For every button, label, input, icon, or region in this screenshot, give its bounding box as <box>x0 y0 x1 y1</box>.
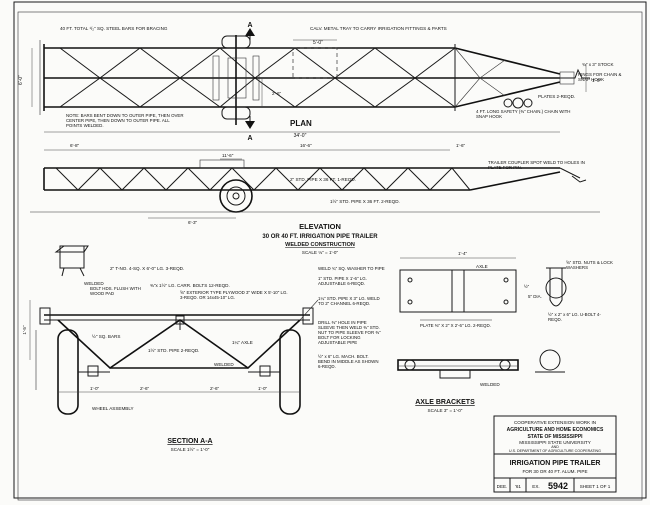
note-bracing-bars: 40 FT. TOTAL ¹/₂" SQ. STEEL BARS FOR BRA… <box>60 26 168 31</box>
coupler-note: TRAILER COUPLER SPOT WELD TO HOLES IN PL… <box>488 160 585 170</box>
note-bolt: BOLT HDS. FLUSH WITH WOOD PAD <box>90 286 141 296</box>
note-std-pipe: 1½" STD. PIPE 2-REQD. <box>148 347 199 353</box>
note-bent-bars-box: NOTE: BARS BENT DOWN TO OUTER PIPE, THEN… <box>66 113 184 128</box>
dim-elev-mid: 16'-6" <box>300 143 312 148</box>
section-mark-top: A <box>247 22 252 29</box>
note-chain-box: 4 FT. LONG SAFETY (⅜" CHAIN.) CHAIN WITH… <box>476 109 571 119</box>
note-wheel: WHEEL ASSEMBLY <box>92 406 134 411</box>
note-rings: RINGS FOR CHAIN & SNAP HOOK <box>578 72 622 82</box>
note-mach: ½" x 6" LG. MACH. BOLT. BEND IN MIDDLE A… <box>318 354 379 369</box>
note-axle: 1¼" AXLE <box>232 340 253 345</box>
dim-small: 2'-6" <box>272 91 282 96</box>
dim-bracket-top: 1'-4" <box>458 251 468 256</box>
dim-right: 1'-0" <box>592 78 602 83</box>
note-std-pipe2: 1¼" STD. PIPE X 3" LG. WELD TO 2" CHANNE… <box>318 296 380 306</box>
note-rings-box: RINGS FOR CHAIN & SNAP HOOK <box>578 72 622 82</box>
note-plywood-box: ⅝" EXTERIOR TYPE PLYWOOD 3" WIDE X 5'-10… <box>180 290 288 300</box>
note-square-tube: 2" T-NO. 4-SQ. X 6'-0" LG. 3-REQD. <box>110 266 184 271</box>
tb-drawing-sub: FOR 30 OR 40 FT. ALUM. PIPE <box>522 469 587 474</box>
bracket-dia: 5" DIA. <box>528 294 542 299</box>
title-block <box>493 415 617 493</box>
dim-elev-center: 11'-6" <box>222 153 234 158</box>
plan-label: PLAN <box>290 119 312 128</box>
bracket-hole-dim: ½" <box>524 284 530 289</box>
sheet-border <box>13 1 647 499</box>
welded-label-2: WELDED <box>214 362 234 367</box>
tb-line6: U.S. DEPARTMENT OF AGRICULTURE COOPERATI… <box>509 449 601 453</box>
bracket-ubolt: ½" x 2" x 6" LG. U-BOLT 4-REQD. <box>548 312 601 322</box>
dim-sec-c: 2'-6" <box>210 386 220 391</box>
elevation-scale: SCALE ⅛" = 1'-0" <box>302 250 339 255</box>
tb-line2: AGRICULTURE AND HOME ECONOMICS <box>507 427 604 433</box>
tb-line5: AND <box>551 445 559 449</box>
elevation-view <box>30 149 600 219</box>
plan-view <box>31 28 590 133</box>
tb-dee: DEE. <box>497 484 508 489</box>
section-scale: SCALE 1½" = 1'-0" <box>171 446 210 452</box>
dim-elev-left: 6'-8" <box>70 143 80 148</box>
note-bolt-box: BOLT HDS. FLUSH WITH WOOD PAD <box>90 286 141 296</box>
bracket-nuts-box: ⅝" STD. NUTS & LOCK WASHERS <box>566 260 613 270</box>
elevation-title: ELEVATION <box>299 222 341 231</box>
tb-year: '61 <box>515 484 521 489</box>
tb-sheet: SHEET 1 OF 1 <box>580 484 611 489</box>
tb-drawing-title: IRRIGATION PIPE TRAILER <box>510 460 601 467</box>
dim-sec-b: 2'-6" <box>140 386 150 391</box>
note-pipe-adj: 1" STD. PIPE X 1'-6" LG. ADJUSTABLE 6-RE… <box>318 276 367 286</box>
dim-sec-d: 1'-0" <box>258 386 268 391</box>
note-bent-bars: NOTE: BARS BENT DOWN TO OUTER PIPE, THEN… <box>66 113 184 128</box>
dim-elev-floor: 6'-3" <box>188 220 198 225</box>
note-plates: PLATES 2-REQD. <box>538 94 575 99</box>
note-std-pipe2-box: 1¼" STD. PIPE X 3" LG. WELD TO 2" CHANNE… <box>318 296 380 306</box>
dim-overall: 34'-0" <box>294 133 307 139</box>
dim-elev-r: 1'-6" <box>456 143 466 148</box>
tb-line4: MISSISSIPPI STATE UNIVERSITY <box>519 440 591 445</box>
note-plywood: ⅝" EXTERIOR TYPE PLYWOOD 3" WIDE X 5'-10… <box>180 290 288 300</box>
welded-label-1: WELDED <box>84 281 104 286</box>
bracket-axle-label: AXLE <box>476 264 488 269</box>
dim-tray: 5'-0" <box>313 40 323 46</box>
coupler-note-box: TRAILER COUPLER SPOT WELD TO HOLES IN PL… <box>488 160 585 170</box>
section-title: SECTION A-A <box>167 438 212 445</box>
tb-line1: COOPERATIVE EXTENSION WORK IN <box>514 420 596 425</box>
pipe-bottom-note: 1½" STD. PIPE X 36 FT. 2-REQD. <box>330 198 400 204</box>
note-sq-bars: ½" SQ. BARS <box>92 333 120 339</box>
pipe-top-note: 2" STD. PIPE X 36 FT. 1-REQD. <box>290 177 356 182</box>
brackets-scale: SCALE 3" = 1'-0" <box>428 408 463 413</box>
tb-ex: EX. <box>532 484 539 489</box>
brackets-title: AXLE BRACKETS <box>415 399 475 406</box>
note-tray: CALV. METAL TRAY TO CARRY IRRIGATION FIT… <box>310 26 447 31</box>
note-stock: ¾" x 3" STOCK <box>582 62 614 67</box>
note-weld-washer: WELD ¾" SQ. WASHER TO PIPE <box>318 266 385 271</box>
tb-number: 5942 <box>548 481 568 491</box>
note-drill: DRILL ⅜" HOLE IN PIPE SLEEVE THEN WELD ⅜… <box>318 320 381 345</box>
dim-sec-h: 1'-5" <box>22 325 27 335</box>
note-pipe-adj-box: 1" STD. PIPE X 1'-6" LG. ADJUSTABLE 6-RE… <box>318 276 367 286</box>
section-mark-bottom: A <box>247 135 252 142</box>
dim-sec-a: 1'-0" <box>90 386 100 391</box>
note-chain: 4 FT. LONG SAFETY (⅜" CHAIN.) CHAIN WITH… <box>476 109 571 119</box>
bracket-ubolt-box: ½" x 2" x 6" LG. U-BOLT 4-REQD. <box>548 312 601 322</box>
bracket-nuts: ⅝" STD. NUTS & LOCK WASHERS <box>566 260 613 270</box>
bracket-welded-label: WELDED <box>480 382 500 387</box>
note-carriage-bolts: ⅜"x 1½" LG. CARR. BOLTS 12-REQD. <box>150 282 230 288</box>
tb-line3: STATE OF MISSISSIPPI <box>527 434 583 440</box>
section-view <box>29 245 319 415</box>
bracket-plate-note: PLATE ⅜" X 2" X 2'-6" LG. 2-REQD. <box>420 323 491 328</box>
note-drill-box: DRILL ⅜" HOLE IN PIPE SLEEVE THEN WELD ⅜… <box>318 320 381 345</box>
dim-width: 6'-0" <box>18 75 24 85</box>
axle-brackets-view <box>397 257 567 379</box>
inner-border <box>17 11 643 501</box>
elevation-subtitle2: WELDED CONSTRUCTION <box>285 242 355 248</box>
note-mach-box: ½" x 6" LG. MACH. BOLT. BEND IN MIDDLE A… <box>318 354 379 369</box>
elevation-subtitle1: 30 OR 40 FT. IRRIGATION PIPE TRAILER <box>262 234 378 240</box>
